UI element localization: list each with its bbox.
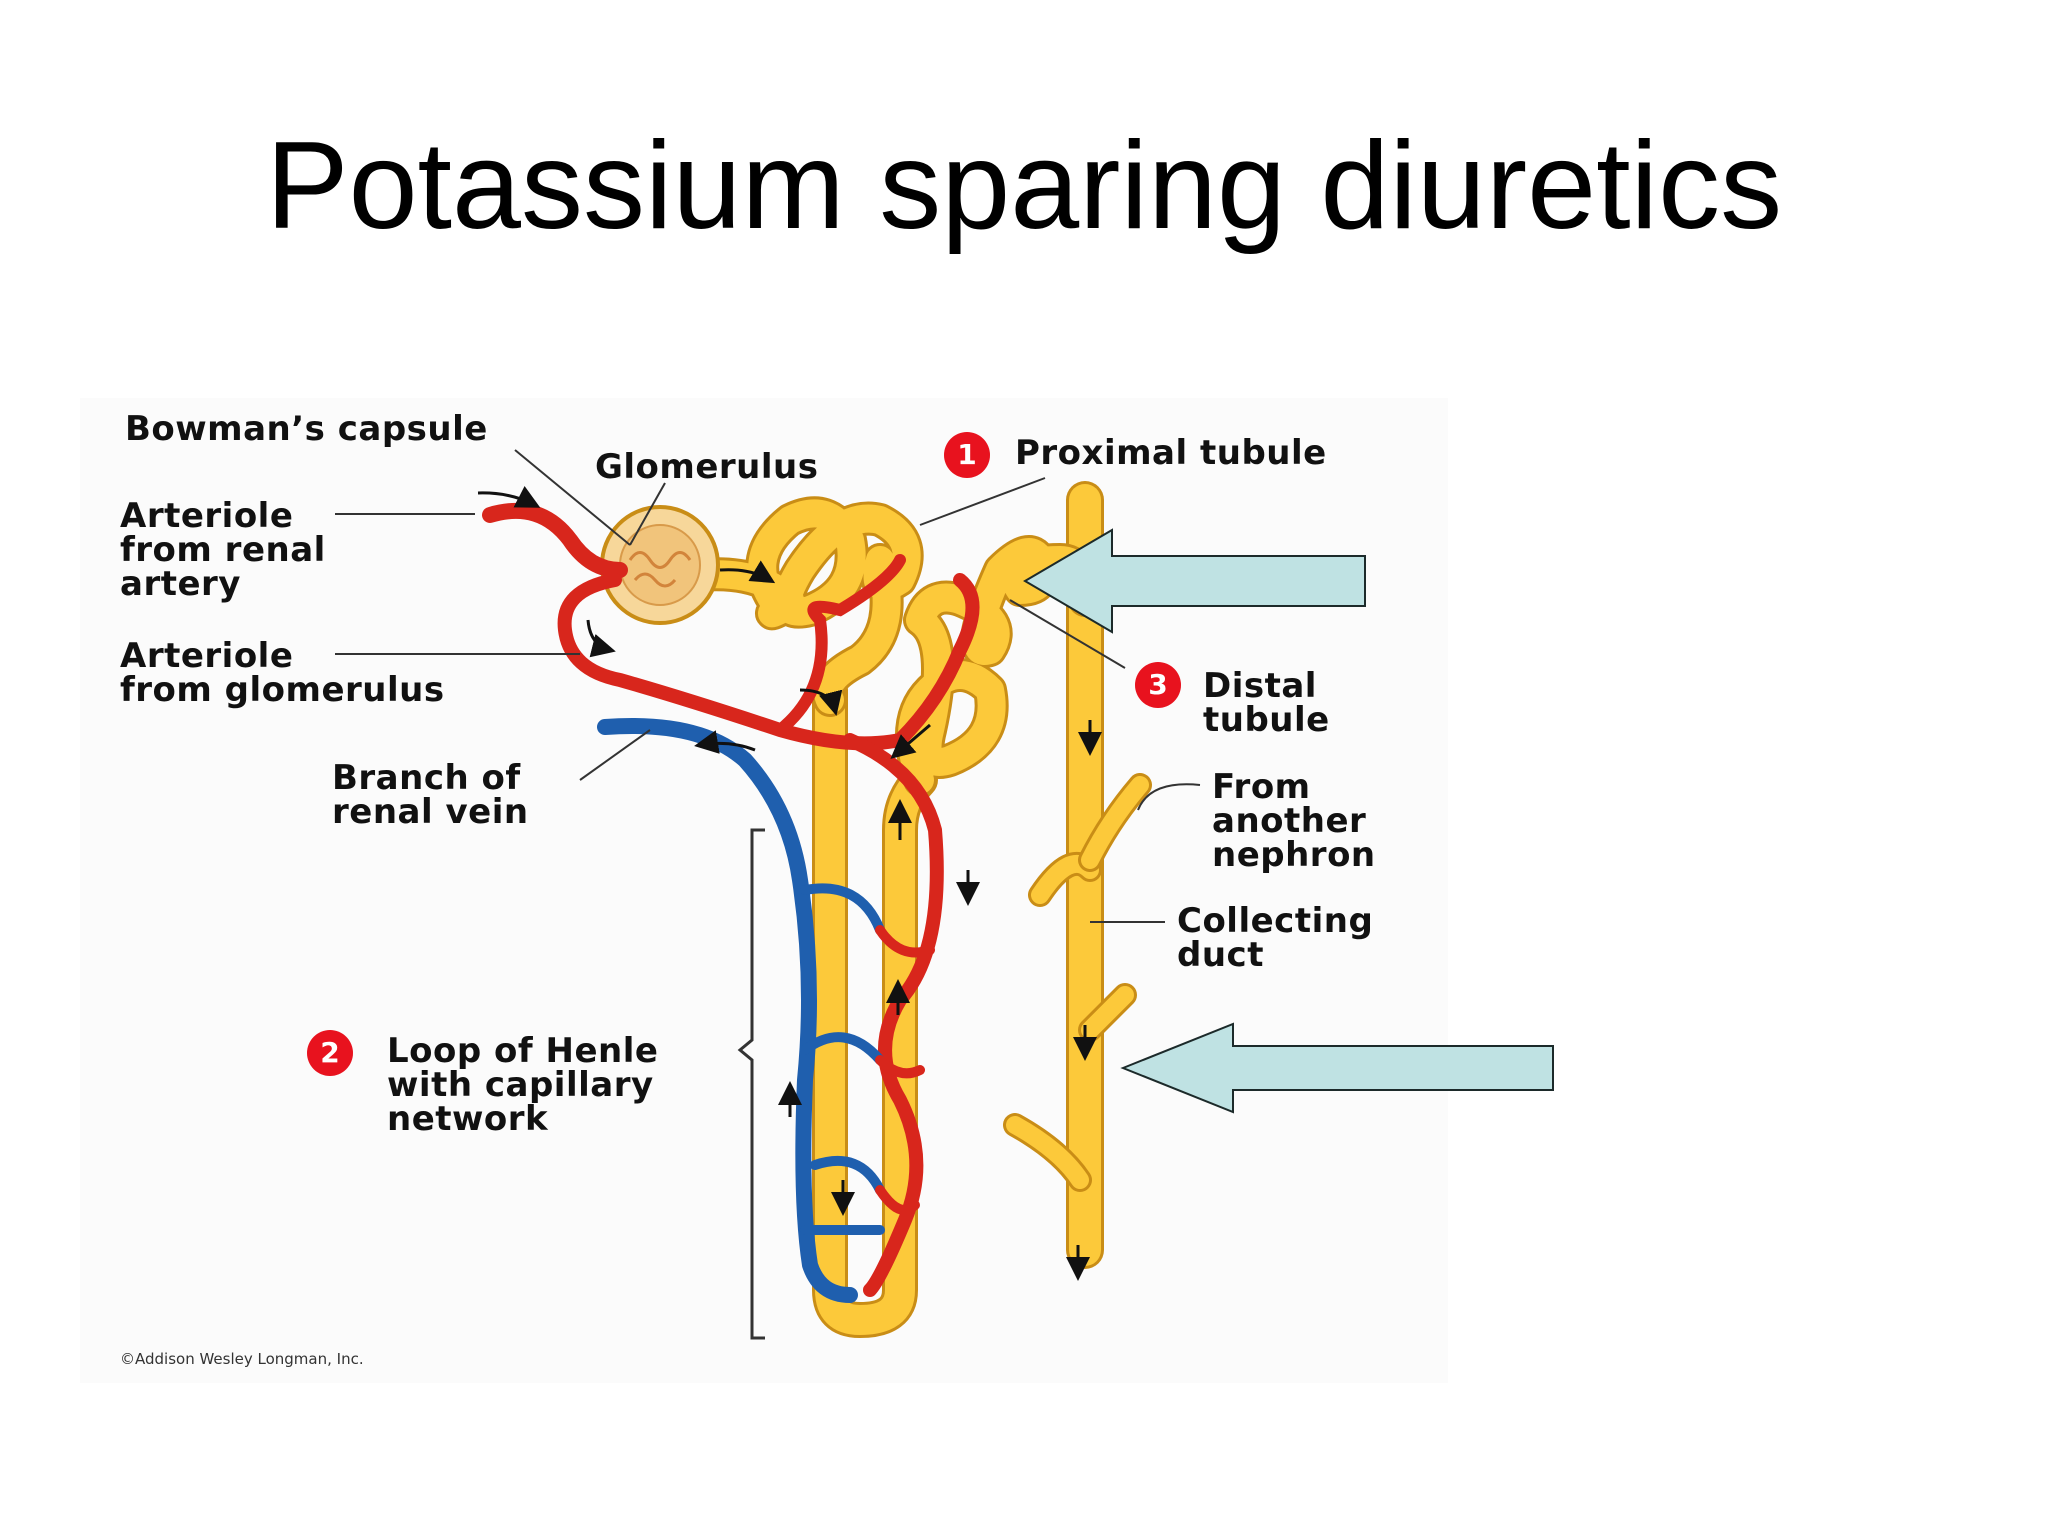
collecting-duct bbox=[1003, 481, 1152, 1269]
renal-vein-branch bbox=[597, 717, 935, 1303]
slide-title: Potassium sparing diuretics bbox=[265, 117, 1783, 255]
label-another-nephron-1: From bbox=[1212, 767, 1311, 807]
loop-bracket bbox=[737, 828, 765, 1340]
label-arteriole-renal-artery-3: artery bbox=[120, 564, 241, 604]
label-another-nephron-2: another bbox=[1212, 801, 1367, 841]
badge-proximal: 1 bbox=[944, 432, 990, 478]
label-loop-of-henle-1: Loop of Henle bbox=[387, 1031, 659, 1071]
label-arteriole-renal-artery-2: from renal bbox=[120, 530, 326, 570]
label-arteriole-glomerulus-2: from glomerulus bbox=[120, 670, 445, 710]
label-collecting-duct-1: Collecting bbox=[1177, 901, 1374, 941]
arterioles bbox=[482, 502, 980, 1297]
label-loop-of-henle-2: with capillary bbox=[387, 1065, 654, 1105]
label-collecting-duct-2: duct bbox=[1177, 935, 1264, 975]
label-arteriole-glomerulus-1: Arteriole bbox=[120, 636, 294, 676]
label-arteriole-renal-artery-1: Arteriole bbox=[120, 496, 294, 536]
label-bowmans-capsule: Bowman’s capsule bbox=[125, 409, 488, 449]
badge-distal: 3 bbox=[1135, 662, 1181, 708]
label-branch-renal-vein-2: renal vein bbox=[332, 792, 529, 832]
label-another-nephron-3: nephron bbox=[1212, 835, 1376, 875]
label-distal-tubule-1: Distal bbox=[1203, 666, 1317, 706]
label-distal-tubule-2: tubule bbox=[1203, 700, 1330, 740]
label-proximal-tubule: Proximal tubule bbox=[1015, 433, 1327, 473]
collecting-duct-highlight-arrow bbox=[1120, 1022, 1554, 1114]
distal-tubule-highlight-arrow bbox=[1023, 528, 1366, 634]
copyright-notice: ©Addison Wesley Longman, Inc. bbox=[120, 1350, 364, 1368]
badge-loop: 2 bbox=[307, 1030, 353, 1076]
leader-lines bbox=[335, 449, 1201, 923]
label-glomerulus: Glomerulus bbox=[595, 447, 819, 487]
label-branch-renal-vein-1: Branch of bbox=[332, 758, 521, 798]
flow-arrows bbox=[477, 486, 1102, 1281]
label-loop-of-henle-3: network bbox=[387, 1099, 549, 1139]
bowmans-capsule bbox=[600, 505, 720, 625]
